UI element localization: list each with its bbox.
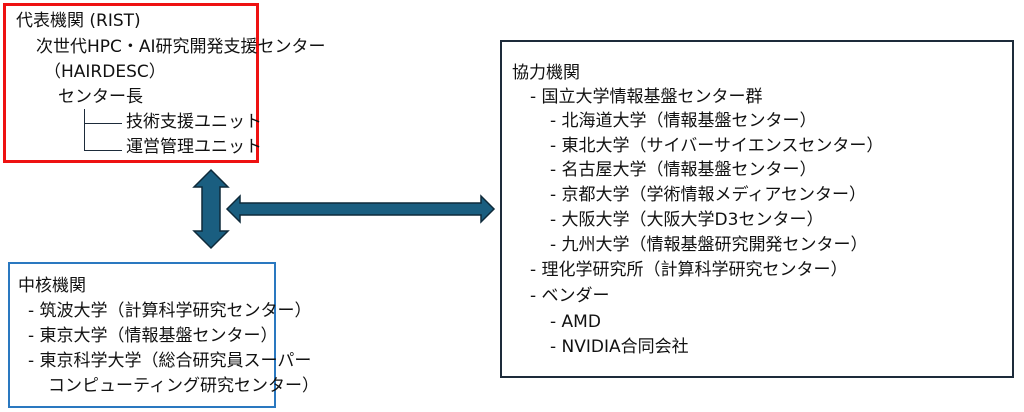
representative-institution-box: 代表機関 (RIST) 次世代HPC・AI研究開発支援センター （HAIRDES…	[3, 3, 326, 163]
coop-item: - 国立大学情報基盤センター群	[530, 87, 763, 107]
coop-item: - ベンダー	[530, 286, 610, 306]
vertical-double-arrow	[192, 168, 230, 250]
core-item: - 東京科学大学（総合研究員スーパー	[28, 351, 312, 371]
coop-sub-item: - NVIDIA合同会社	[550, 337, 689, 357]
core-title: 中核機関	[18, 276, 86, 296]
core-institution-box: 中核機関 - 筑波大学（計算科学研究センター） - 東京大学（情報基盤センター）…	[8, 262, 319, 408]
core-item: - 東京大学（情報基盤センター）	[28, 326, 278, 346]
core-item-cont: コンピューティング研究センター）	[48, 376, 319, 396]
coop-sub-item: - 京都大学（学術情報メディアセンター）	[550, 185, 867, 205]
cooperating-institution-box: 協力機関 - 国立大学情報基盤センター群 - 北海道大学（情報基盤センター） -…	[500, 40, 1014, 378]
rep-center: 次世代HPC・AI研究開発支援センター	[36, 37, 326, 57]
rep-director: センター長	[58, 87, 143, 107]
coop-sub-item: - 大阪大学（大阪大学D3センター）	[550, 210, 824, 230]
horizontal-double-arrow	[225, 194, 496, 224]
coop-sub-item: - 東北大学（サイバーサイエンスセンター）	[550, 136, 884, 156]
coop-item: - 理化学研究所（計算科学研究センター）	[530, 260, 848, 280]
coop-title: 協力機関	[512, 63, 580, 83]
rep-center-abbr: （HAIRDESC）	[44, 62, 166, 82]
core-item: - 筑波大学（計算科学研究センター）	[28, 301, 312, 321]
coop-sub-item: - 名古屋大学（情報基盤センター）	[550, 160, 817, 180]
unit-item: 運営管理ユニット	[126, 137, 262, 157]
coop-sub-item: - 北海道大学（情報基盤センター）	[550, 111, 817, 131]
tree-branch	[84, 123, 122, 124]
rep-title: 代表機関 (RIST)	[16, 11, 141, 31]
tree-branch	[84, 150, 122, 151]
unit-item: 技術支援ユニット	[126, 112, 262, 132]
tree-line	[84, 109, 85, 151]
coop-sub-item: - AMD	[550, 312, 601, 332]
coop-sub-item: - 九州大学（情報基盤研究開発センター）	[550, 235, 868, 255]
